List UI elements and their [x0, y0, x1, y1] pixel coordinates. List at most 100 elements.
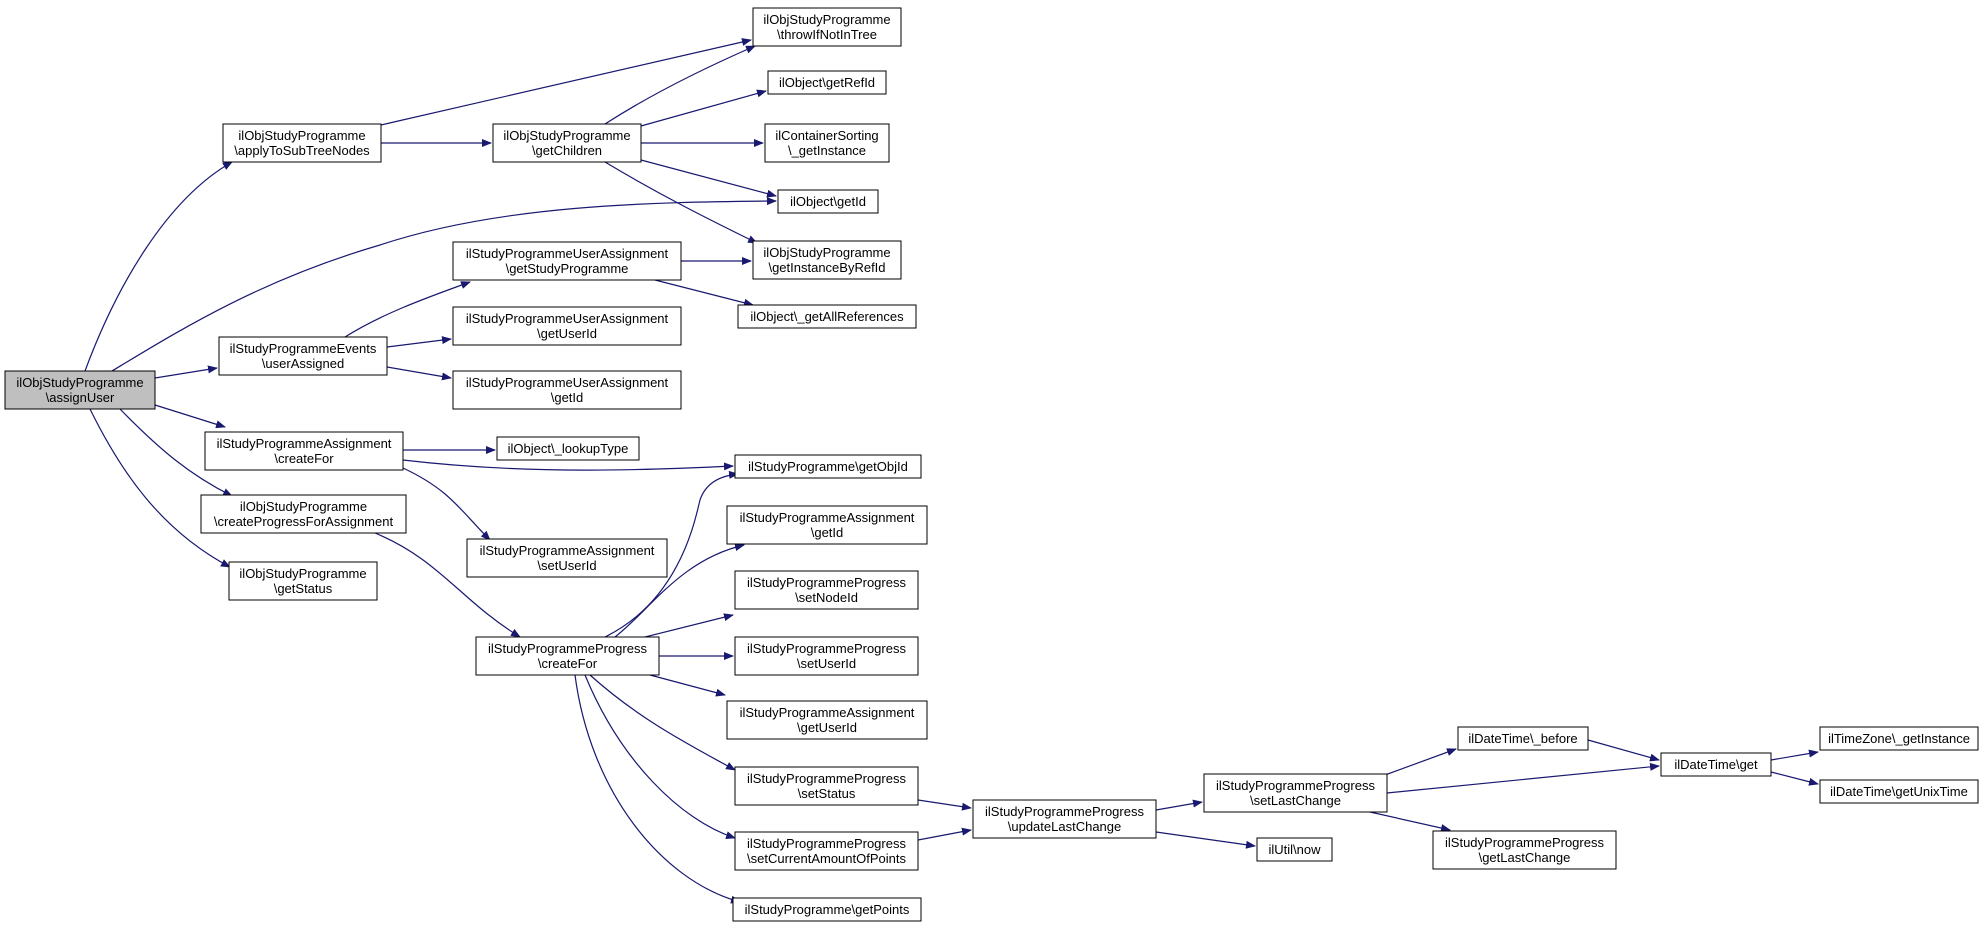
node-progress-set-last-change[interactable]: ilStudyProgrammeProgress\setLastChange — [1203, 773, 1388, 813]
node-assignment-set-user-id-box — [466, 538, 668, 578]
edge-assign-user-to-create-progress-for-assignment — [119, 408, 233, 497]
node-util-now[interactable]: ilUtil\now — [1256, 837, 1333, 862]
edge-create-progress-for-assignment-to-progress-create-for — [374, 532, 521, 638]
edge-assign-user-to-get-status — [89, 408, 231, 568]
node-apply-to-sub-tree-nodes[interactable]: ilObjStudyProgramme\applyToSubTreeNodes — [222, 123, 382, 163]
node-progress-create-for-box — [475, 636, 660, 676]
node-apply-to-sub-tree-nodes-box — [222, 123, 382, 163]
node-progress-set-current-amount-of-points-label-2: \setCurrentAmountOfPoints — [747, 851, 906, 866]
node-get-instance-by-ref-id-label-1: ilObjStudyProgramme — [763, 245, 890, 260]
node-util-now-box — [1256, 837, 1333, 862]
node-get-instance-by-ref-id[interactable]: ilObjStudyProgramme\getInstanceByRefId — [752, 240, 902, 280]
node-user-assignment-get-study-programme[interactable]: ilStudyProgrammeUserAssignment\getStudyP… — [452, 241, 682, 281]
node-get-points-box — [732, 897, 922, 922]
node-container-sorting-get-instance-label-2: \_getInstance — [788, 143, 866, 158]
node-assignment-set-user-id[interactable]: ilStudyProgrammeAssignment\setUserId — [466, 538, 668, 578]
node-date-time-get-unix-time-label-1: ilDateTime\getUnixTime — [1830, 784, 1968, 799]
node-user-assignment-get-study-programme-label-2: \getStudyProgramme — [506, 261, 629, 276]
node-get-ref-id[interactable]: ilObject\getRefId — [767, 70, 887, 95]
node-get-ref-id-box — [767, 70, 887, 95]
node-lookup-type[interactable]: ilObject\_lookupType — [496, 436, 640, 461]
node-user-assignment-get-user-id-label-2: \getUserId — [537, 326, 597, 341]
node-progress-get-last-change[interactable]: ilStudyProgrammeProgress\getLastChange — [1432, 830, 1617, 870]
edge-assignment-create-for-to-get-obj-id — [402, 459, 734, 471]
node-progress-set-status-box — [734, 766, 919, 806]
node-progress-set-status-label-2: \setStatus — [798, 786, 856, 801]
node-apply-to-sub-tree-nodes-label-1: ilObjStudyProgramme — [238, 128, 365, 143]
edge-get-children-to-get-ref-id — [640, 89, 767, 127]
node-date-time-get-unix-time[interactable]: ilDateTime\getUnixTime — [1819, 779, 1979, 804]
node-throw-if-not-in-tree-label-1: ilObjStudyProgramme — [763, 12, 890, 27]
node-progress-get-last-change-label-2: \getLastChange — [1479, 850, 1571, 865]
node-date-time-get[interactable]: ilDateTime\get — [1660, 752, 1772, 777]
node-date-time-get-box — [1660, 752, 1772, 777]
node-lookup-type-label-1: ilObject\_lookupType — [508, 441, 629, 456]
node-user-assignment-get-study-programme-label-1: ilStudyProgrammeUserAssignment — [466, 246, 669, 261]
node-lookup-type-box — [496, 436, 640, 461]
node-progress-set-node-id-label-2: \setNodeId — [795, 590, 858, 605]
edge-progress-set-status-to-progress-update-last-change — [917, 799, 972, 811]
node-get-status-box — [228, 561, 378, 601]
node-date-time-before[interactable]: ilDateTime\_before — [1457, 726, 1589, 751]
edge-assign-user-to-assignment-create-for — [154, 404, 226, 429]
node-get-obj-id[interactable]: ilStudyProgramme\getObjId — [734, 454, 922, 479]
edge-get-children-to-object-get-id — [640, 159, 777, 198]
node-progress-set-node-id-box — [734, 570, 919, 610]
edge-progress-update-last-change-to-progress-set-last-change — [1155, 799, 1203, 811]
edge-progress-set-last-change-to-date-time-before — [1384, 748, 1457, 776]
edge-progress-create-for-to-progress-set-current-amount-of-points — [584, 674, 736, 839]
node-assignment-get-id-box — [726, 505, 928, 545]
edge-user-assignment-get-study-programme-to-get-all-references — [654, 279, 754, 307]
node-get-children-box — [492, 123, 642, 163]
node-progress-set-user-id-box — [734, 636, 919, 676]
node-user-assignment-get-id[interactable]: ilStudyProgrammeUserAssignment\getId — [452, 370, 682, 410]
node-create-progress-for-assignment-box — [200, 494, 407, 534]
node-object-get-id-box — [777, 189, 879, 214]
node-get-points[interactable]: ilStudyProgramme\getPoints — [732, 897, 922, 922]
root-node-assign-user-label-1: ilObjStudyProgramme — [16, 375, 143, 390]
node-progress-update-last-change[interactable]: ilStudyProgrammeProgress\updateLastChang… — [972, 799, 1157, 839]
node-container-sorting-get-instance[interactable]: ilContainerSorting\_getInstance — [764, 123, 890, 163]
node-progress-set-current-amount-of-points-box — [734, 831, 919, 871]
node-create-progress-for-assignment-label-1: ilObjStudyProgramme — [240, 499, 367, 514]
edge-progress-set-current-amount-of-points-to-progress-update-last-change — [917, 827, 972, 841]
node-assignment-get-id[interactable]: ilStudyProgrammeAssignment\getId — [726, 505, 928, 545]
node-get-instance-by-ref-id-label-2: \getInstanceByRefId — [768, 260, 885, 275]
node-object-get-id[interactable]: ilObject\getId — [777, 189, 879, 214]
node-progress-create-for-label-1: ilStudyProgrammeProgress — [488, 641, 647, 656]
node-assignment-set-user-id-label-2: \setUserId — [537, 558, 596, 573]
node-user-assignment-get-id-box — [452, 370, 682, 410]
node-time-zone-get-instance[interactable]: ilTimeZone\_getInstance — [1819, 726, 1979, 751]
edge-date-time-before-to-date-time-get — [1587, 739, 1660, 762]
nodes: ilObjStudyProgramme\assignUserilObjStudy… — [4, 7, 1979, 922]
root-node-assign-user[interactable]: ilObjStudyProgramme\assignUser — [4, 370, 156, 410]
node-user-assignment-get-user-id[interactable]: ilStudyProgrammeUserAssignment\getUserId — [452, 306, 682, 346]
node-progress-update-last-change-label-1: ilStudyProgrammeProgress — [985, 804, 1144, 819]
node-progress-set-current-amount-of-points-label-1: ilStudyProgrammeProgress — [747, 836, 906, 851]
node-progress-set-status[interactable]: ilStudyProgrammeProgress\setStatus — [734, 766, 919, 806]
node-progress-set-node-id[interactable]: ilStudyProgrammeProgress\setNodeId — [734, 570, 919, 610]
node-assignment-get-user-id-label-2: \getUserId — [797, 720, 857, 735]
node-progress-set-user-id[interactable]: ilStudyProgrammeProgress\setUserId — [734, 636, 919, 676]
node-assignment-get-user-id-box — [726, 700, 928, 740]
node-get-children[interactable]: ilObjStudyProgramme\getChildren — [492, 123, 642, 163]
edge-assignment-create-for-to-assignment-set-user-id — [402, 467, 491, 541]
node-events-user-assigned[interactable]: ilStudyProgrammeEvents\userAssigned — [218, 336, 388, 376]
edge-get-children-to-throw-if-not-in-tree — [604, 45, 756, 125]
node-progress-set-current-amount-of-points[interactable]: ilStudyProgrammeProgress\setCurrentAmoun… — [734, 831, 919, 871]
node-assignment-get-user-id[interactable]: ilStudyProgrammeAssignment\getUserId — [726, 700, 928, 740]
node-get-points-label-1: ilStudyProgramme\getPoints — [745, 902, 910, 917]
node-progress-create-for[interactable]: ilStudyProgrammeProgress\createFor — [475, 636, 660, 676]
node-date-time-get-unix-time-box — [1819, 779, 1979, 804]
node-assignment-get-id-label-1: ilStudyProgrammeAssignment — [740, 510, 915, 525]
node-throw-if-not-in-tree[interactable]: ilObjStudyProgramme\throwIfNotInTree — [752, 7, 902, 47]
node-get-all-references[interactable]: ilObject\_getAllReferences — [737, 304, 917, 329]
node-get-status[interactable]: ilObjStudyProgramme\getStatus — [228, 561, 378, 601]
node-create-progress-for-assignment[interactable]: ilObjStudyProgramme\createProgressForAss… — [200, 494, 407, 534]
node-date-time-get-label-1: ilDateTime\get — [1674, 757, 1758, 772]
node-assignment-create-for[interactable]: ilStudyProgrammeAssignment\createFor — [204, 431, 404, 471]
edge-apply-to-sub-tree-nodes-to-throw-if-not-in-tree — [380, 38, 752, 126]
edge-progress-update-last-change-to-util-now — [1155, 831, 1256, 849]
node-time-zone-get-instance-box — [1819, 726, 1979, 751]
node-get-status-label-1: ilObjStudyProgramme — [239, 566, 366, 581]
